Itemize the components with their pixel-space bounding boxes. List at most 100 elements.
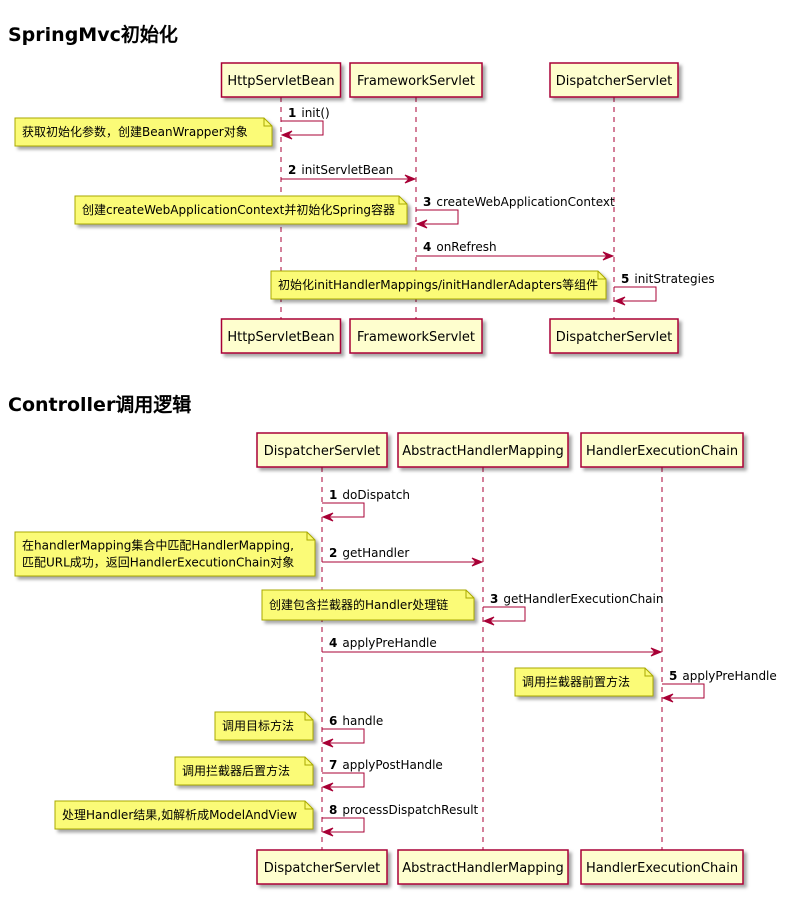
participant-head: HttpServletBean [220, 62, 342, 98]
participant-label: HttpServletBean [227, 330, 334, 345]
note: 创建包含拦截器的Handler处理链 [261, 589, 475, 621]
section-title-springmvc-init: SpringMvc初始化 [8, 24, 178, 46]
message-number: 3 [490, 592, 498, 606]
note: 调用拦截器后置方法 [174, 756, 314, 786]
message-number: 1 [329, 488, 337, 502]
participant-label: DispatcherServlet [556, 74, 672, 89]
message [322, 772, 365, 788]
message-number: 1 [288, 106, 296, 120]
message-number: 5 [621, 272, 629, 286]
note: 调用拦截器前置方法 [514, 667, 654, 697]
message-arrowhead [613, 296, 626, 306]
note-text: 创建createWebApplicationContext并初始化Spring容… [82, 202, 395, 217]
participant-head: FrameworkServlet [349, 62, 483, 98]
message [322, 728, 365, 744]
participant-head: DispatcherServlet [256, 432, 388, 468]
message-label: 1 doDispatch [329, 488, 410, 502]
message-text: applyPostHandle [342, 758, 442, 772]
message-arrowhead [404, 174, 417, 184]
message-number: 4 [423, 240, 431, 254]
message-arrowhead [482, 616, 495, 626]
message-arrowhead [321, 512, 334, 522]
message-text: getHandler [342, 546, 409, 560]
message-text: applyPreHandle [342, 636, 436, 650]
message-number: 7 [329, 758, 337, 772]
participant-label: DispatcherServlet [264, 861, 380, 876]
note-text: 匹配URL成功，返回HandlerExecutionChain对象 [22, 556, 294, 570]
participant-foot: AbstractHandlerMapping [397, 849, 569, 885]
participant-label: FrameworkServlet [357, 74, 475, 89]
note-text: 调用拦截器后置方法 [182, 763, 290, 778]
participant-foot: FrameworkServlet [349, 318, 483, 354]
message-text: initServletBean [301, 163, 393, 177]
message-label: 4 applyPreHandle [329, 636, 437, 650]
message-text: processDispatchResult [342, 803, 478, 817]
message-text: doDispatch [342, 488, 410, 502]
message-label: 3 getHandlerExecutionChain [490, 592, 663, 606]
message-label: 5 initStrategies [621, 272, 715, 286]
message-text: getHandlerExecutionChain [503, 592, 663, 606]
message-label: 6 handle [329, 714, 383, 728]
note: 创建createWebApplicationContext并初始化Spring容… [74, 195, 408, 225]
message-number: 5 [669, 669, 677, 683]
note: 获取初始化参数，创建BeanWrapper对象 [14, 117, 273, 147]
participant-label: HandlerExecutionChain [586, 444, 738, 459]
note: 调用目标方法 [214, 711, 314, 741]
message [416, 209, 459, 225]
message-label: 7 applyPostHandle [329, 758, 443, 772]
participant-foot: HttpServletBean [220, 318, 342, 354]
note-text: 获取初始化参数，创建BeanWrapper对象 [22, 124, 248, 139]
message-arrowhead [321, 827, 334, 837]
message-number: 8 [329, 803, 337, 817]
participant-label: FrameworkServlet [357, 330, 475, 345]
note-text: 处理Handler结果,如解析成ModelAndView [62, 807, 297, 822]
participant-label: HandlerExecutionChain [586, 861, 738, 876]
participant-label: DispatcherServlet [556, 330, 672, 345]
participant-foot: HandlerExecutionChain [580, 849, 744, 885]
note-text: 调用目标方法 [222, 718, 294, 733]
message-arrowhead [415, 219, 428, 229]
message-arrowhead [471, 557, 484, 567]
message-arrowhead [650, 647, 663, 657]
message-text: init() [301, 106, 329, 120]
message [322, 502, 365, 518]
note: 处理Handler结果,如解析成ModelAndView [54, 800, 314, 830]
participant-foot: DispatcherServlet [256, 849, 388, 885]
note: 在handlerMapping集合中匹配HandlerMapping, 匹配URL… [14, 531, 316, 577]
section-title-controller-logic: Controller调用逻辑 [8, 394, 192, 416]
message-number: 6 [329, 714, 337, 728]
note-text: 在handlerMapping集合中匹配HandlerMapping, [22, 538, 294, 553]
participant-label: AbstractHandlerMapping [402, 444, 564, 459]
message-number: 2 [329, 546, 337, 560]
message-text: handle [342, 714, 383, 728]
message-text: initStrategies [634, 272, 714, 286]
message-label: 2 initServletBean [288, 163, 393, 177]
participant-foot: DispatcherServlet [549, 318, 679, 354]
note-text: 创建包含拦截器的Handler处理链 [269, 597, 448, 612]
message-label: 8 processDispatchResult [329, 803, 479, 817]
message-label: 1 init() [288, 106, 330, 120]
participant-head: DispatcherServlet [549, 62, 679, 98]
message-arrowhead [602, 251, 615, 261]
message-label: 5 applyPreHandle [669, 669, 777, 683]
message-number: 2 [288, 163, 296, 177]
message [322, 817, 365, 833]
note: 初始化initHandlerMappings/initHandlerAdapte… [270, 270, 607, 300]
note-text: 调用拦截器前置方法 [522, 674, 630, 689]
message-text: createWebApplicationContext [436, 195, 615, 209]
message-text: applyPreHandle [682, 669, 776, 683]
message [614, 286, 657, 302]
note-text: 初始化initHandlerMappings/initHandlerAdapte… [278, 278, 598, 292]
message [662, 683, 705, 699]
message-arrowhead [321, 782, 334, 792]
message [483, 606, 526, 622]
message-arrowhead [661, 693, 674, 703]
participant-head: HandlerExecutionChain [580, 432, 744, 468]
participant-label: DispatcherServlet [264, 444, 380, 459]
message-text: onRefresh [436, 240, 496, 254]
message-number: 4 [329, 636, 337, 650]
message-label: 4 onRefresh [423, 240, 497, 254]
message [281, 120, 324, 136]
